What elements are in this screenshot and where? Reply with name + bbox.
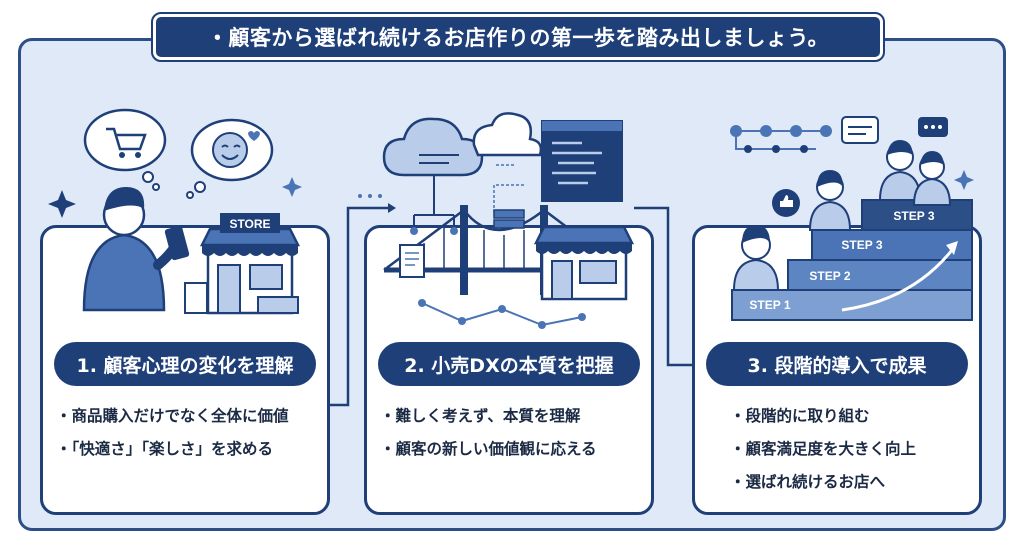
sparkle-icon: [282, 177, 302, 197]
step-1-bullets: 商品購入だけでなく全体に価値 「快適さ」「楽しさ」を求める: [56, 404, 326, 470]
happy-customers-icon: [878, 140, 952, 206]
bullet-item: 顧客の新しい価値観に応える: [380, 437, 650, 459]
customer-woman-icon: [732, 225, 780, 291]
growth-stairs-icon: STEP 1 STEP 2 STEP 3 STEP 3: [731, 199, 973, 321]
customer-with-phone-icon: [82, 187, 190, 312]
retail-dx-illustration: [382, 112, 635, 329]
store-building-icon: [533, 225, 635, 301]
stair-label-step3: STEP 3: [841, 238, 882, 252]
bullet-item: 「快適さ」「楽しさ」を求める: [56, 437, 326, 459]
cloud-icon: [382, 112, 543, 177]
step-title-3: 3. 段階的導入で成果: [706, 342, 968, 386]
customer-woman-icon: [808, 170, 852, 231]
bullet-item: 商品購入だけでなく全体に価値: [56, 404, 326, 426]
bullet-item: 難しく考えず、本質を理解: [380, 404, 650, 426]
code-window-icon: [541, 120, 623, 202]
step-title-2: 2. 小売DXの本質を把握: [378, 342, 640, 386]
step-title-1: 1. 顧客心理の変化を理解: [54, 342, 316, 386]
step-growth-illustration: STEP 1 STEP 2 STEP 3 STEP 3: [730, 116, 974, 321]
customer-store-illustration: STORE: [48, 108, 302, 315]
stair-label-step1: STEP 1: [749, 298, 790, 312]
stair-label-step3-top: STEP 3: [893, 209, 934, 223]
happy-face-thought-icon: [186, 118, 274, 199]
progress-dots-icon: [730, 125, 832, 153]
bullet-item: 段階的に取り組む: [730, 404, 1000, 426]
sparkle-icon: [48, 190, 76, 218]
chat-bubble-icon: [841, 116, 879, 144]
bullet-item: 選ばれ続けるお店へ: [730, 470, 1000, 492]
sparkle-icon: [954, 170, 974, 190]
step-3-bullets: 段階的に取り組む 顧客満足度を大きく向上 選ばれ続けるお店へ: [730, 404, 1000, 503]
stair-label-step2: STEP 2: [809, 269, 850, 283]
bullet-item: 顧客満足度を大きく向上: [730, 437, 1000, 459]
database-icon: [493, 209, 525, 229]
shopping-cart-thought-icon: [83, 108, 167, 191]
document-icon: [399, 244, 425, 278]
headline-banner: ・顧客から選ばれ続けるお店作りの第一歩を踏み出しましょう。: [151, 12, 885, 62]
store-building-icon: STORE: [184, 213, 301, 315]
store-sign-text: STORE: [229, 217, 270, 231]
step-2-bullets: 難しく考えず、本質を理解 顧客の新しい価値観に応える: [380, 404, 650, 470]
